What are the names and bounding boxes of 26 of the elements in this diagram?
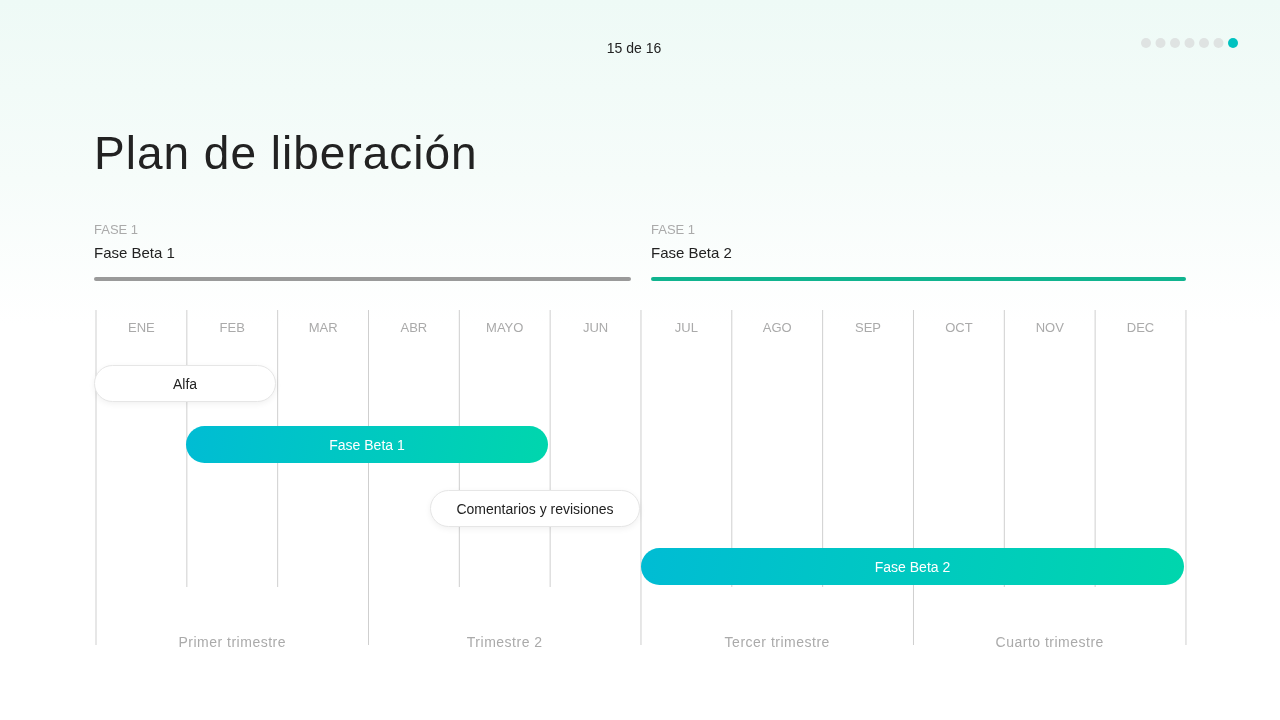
month-label: FEB	[218, 320, 246, 335]
month-label: MAR	[307, 320, 339, 335]
month-label: JUL	[673, 320, 699, 335]
month-label: OCT	[944, 320, 974, 335]
month-label: NOV	[1034, 320, 1065, 335]
month-label: JUN	[581, 320, 610, 335]
page-number: 15 de 16	[605, 40, 663, 56]
quarter-label: Cuarto trimestre	[994, 634, 1105, 650]
timeline-bar: Comentarios y revisiones	[430, 490, 640, 527]
quarter-label: Tercer trimestre	[723, 634, 831, 650]
month-label: ENE	[127, 320, 156, 335]
month-label: ABR	[399, 320, 429, 335]
quarter-label: Primer trimestre	[177, 634, 287, 650]
phase-number: FASE 1	[94, 222, 139, 237]
slide-title: Plan de liberación	[94, 126, 478, 180]
phase-name: Fase Beta 2	[651, 244, 732, 261]
month-label: AGO	[761, 320, 793, 335]
month-label: SEP	[854, 320, 883, 335]
quarter-label: Trimestre 2	[465, 634, 544, 650]
phase-name: Fase Beta 1	[94, 244, 175, 261]
month-label: MAYO	[485, 320, 525, 335]
month-label: DEC	[1125, 320, 1156, 335]
timeline-bar: Fase Beta 2	[641, 548, 1184, 585]
phase-number: FASE 1	[651, 222, 696, 237]
timeline-bar: Alfa	[94, 365, 276, 402]
timeline-bar: Fase Beta 1	[186, 426, 548, 463]
